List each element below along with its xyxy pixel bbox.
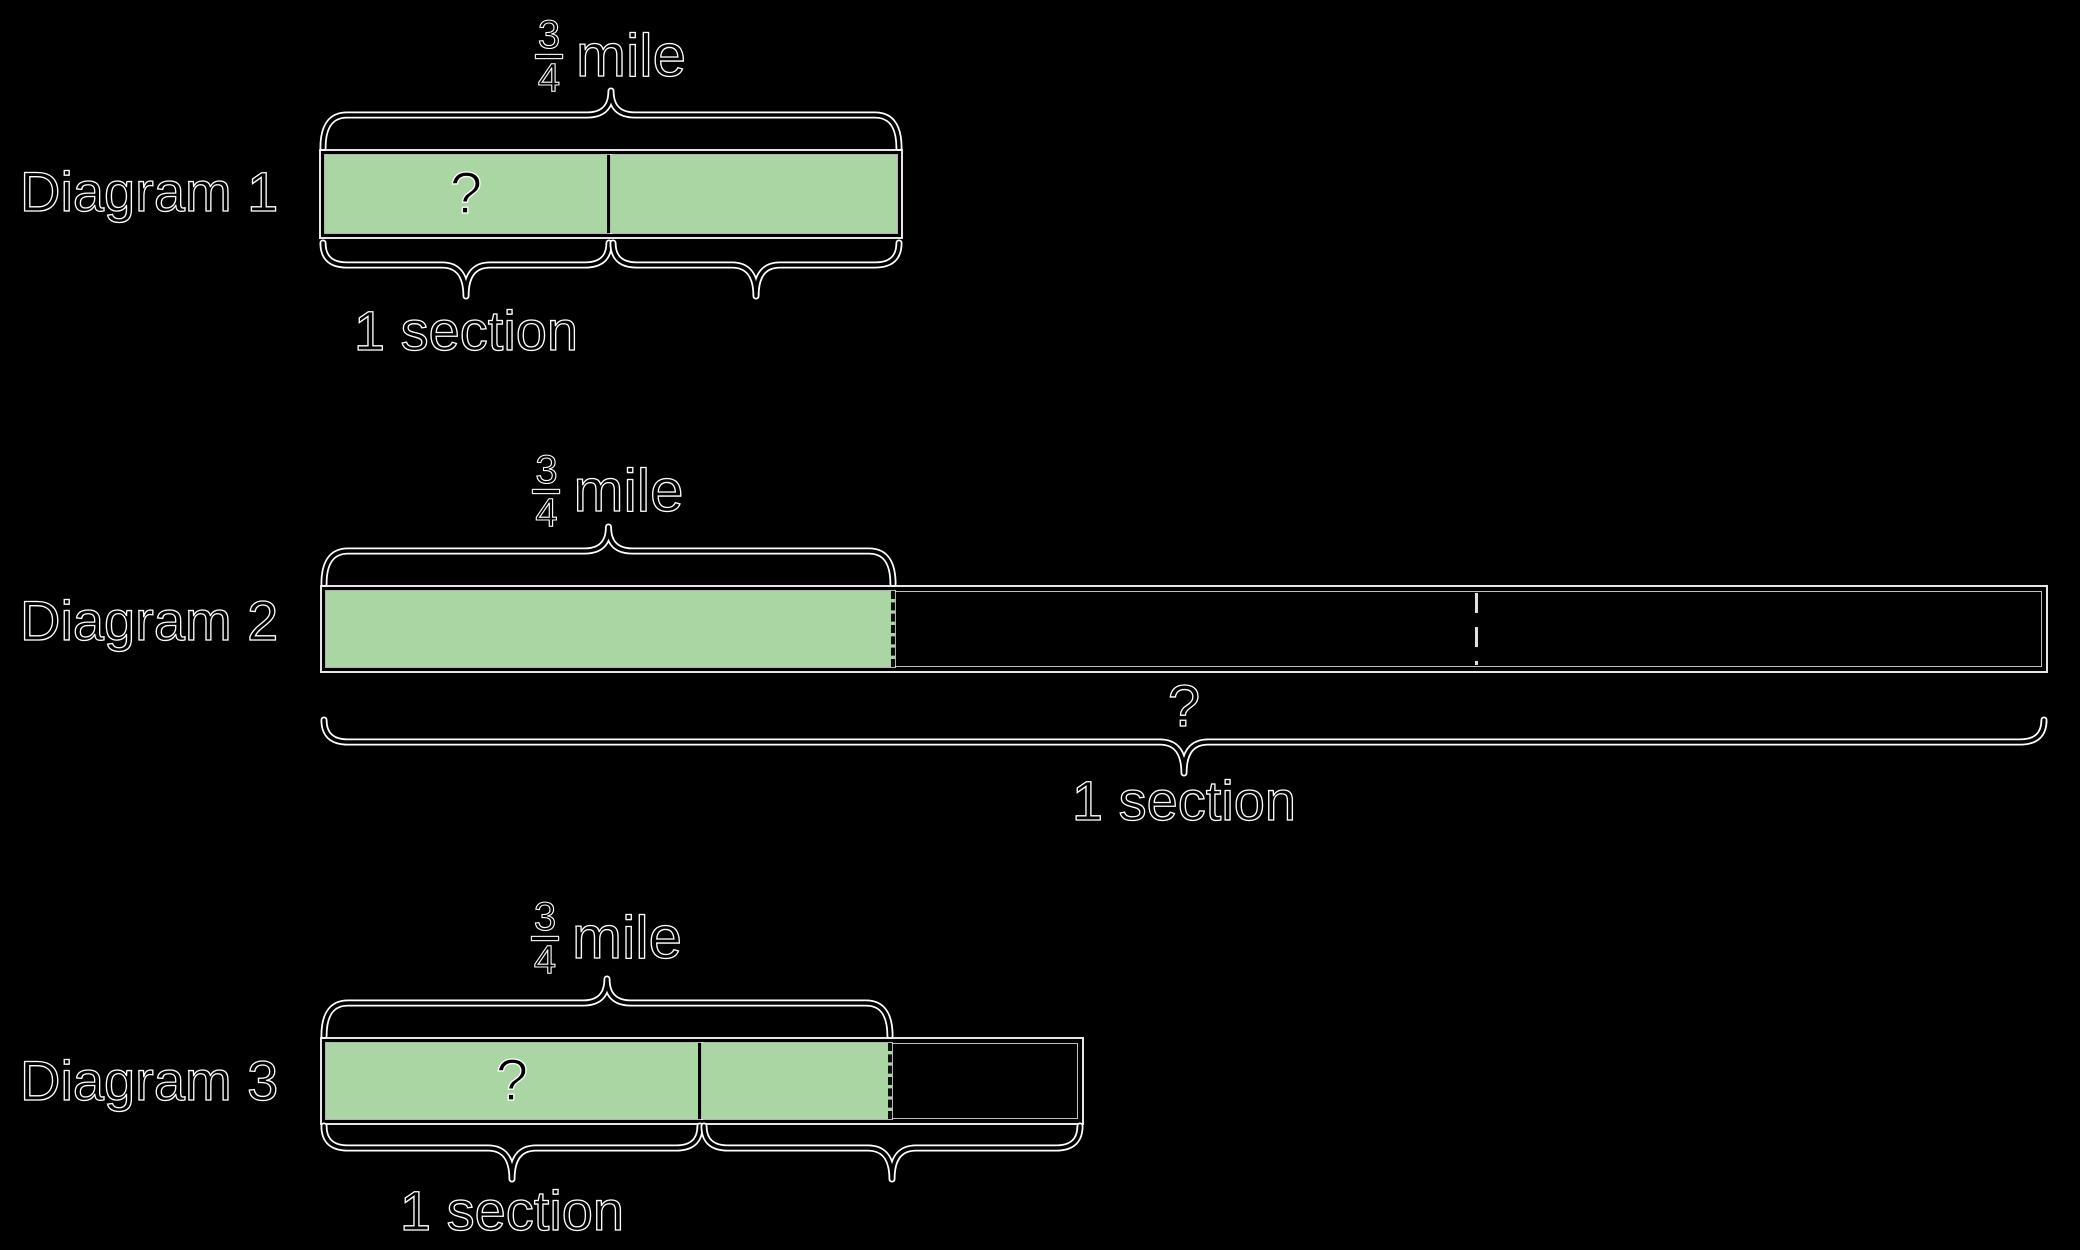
fraction-bar: [535, 54, 562, 58]
diagram-1-measure-label: 3 4 mile: [321, 12, 901, 100]
under-brace-full: [320, 716, 2048, 777]
diagram-2-measure-label: 3 4 mile: [322, 447, 895, 535]
diagram-3-title: Diagram 3: [19, 1049, 279, 1112]
fraction-denominator: 4: [537, 55, 561, 100]
fraction-numerator: 3: [535, 447, 558, 492]
tape-bar: [320, 585, 2048, 673]
diagram-3-measure-label: 3 4 mile: [322, 894, 892, 982]
fraction-bar: [531, 936, 558, 940]
measure-unit: mile: [575, 22, 686, 89]
over-brace: [320, 523, 897, 588]
green-cell-1: ?: [325, 155, 611, 233]
fraction-denominator: 4: [533, 937, 557, 982]
tape-bar: ?: [320, 1037, 1084, 1125]
fraction-denominator: 4: [535, 490, 558, 535]
section-label: 1 section: [399, 1179, 625, 1242]
section-label: 1 section: [353, 299, 579, 362]
under-brace-left: [319, 239, 613, 300]
under-brace-left: [320, 1122, 704, 1183]
question-mark: ?: [449, 161, 483, 226]
over-brace: [320, 975, 894, 1040]
diagram-1-title: Diagram 1: [19, 160, 279, 223]
green-cell-2-partial: [702, 1043, 892, 1119]
dashed-divider: [1475, 593, 1478, 665]
fraction-numerator: 3: [533, 894, 557, 939]
tape-bar: ?: [319, 149, 903, 239]
green-cell-1: ?: [326, 1043, 702, 1119]
under-brace-right: [700, 1122, 1084, 1183]
question-mark: ?: [1167, 674, 1201, 739]
fraction-bar: [533, 489, 560, 493]
diagram-2-title: Diagram 2: [19, 589, 279, 652]
question-mark: ?: [495, 1048, 529, 1113]
fraction-three-fourths: 3 4: [531, 894, 558, 982]
measure-unit: mile: [573, 457, 684, 524]
section-label: 1 section: [1071, 769, 1297, 832]
measure-unit: mile: [571, 904, 682, 971]
fraction-numerator: 3: [537, 12, 561, 57]
fraction-three-fourths: 3 4: [533, 447, 560, 535]
over-brace: [319, 87, 903, 152]
green-cell-2: [611, 155, 897, 233]
green-cell: [326, 591, 895, 667]
under-brace-right: [609, 239, 903, 300]
fraction-three-fourths: 3 4: [535, 12, 562, 100]
